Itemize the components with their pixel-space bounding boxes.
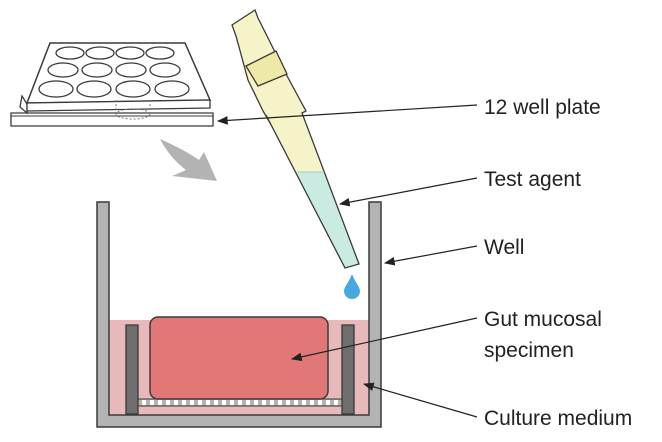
labels: 12 well plate Test agent Well Gut mucosa… xyxy=(484,96,632,430)
label-test-agent: Test agent xyxy=(484,168,581,191)
well-vessel xyxy=(96,201,382,428)
label-12-well-plate: 12 well plate xyxy=(484,96,601,119)
pipette-tip xyxy=(266,113,324,172)
membrane-pore xyxy=(222,400,226,405)
membrane-pore xyxy=(246,400,250,405)
membrane-pore xyxy=(158,400,162,405)
leader-lines xyxy=(216,104,478,418)
well-wall xyxy=(96,201,382,428)
plate-well xyxy=(47,62,79,78)
membrane-pore xyxy=(174,400,178,405)
medium-leader-line xyxy=(362,382,478,418)
plate-well xyxy=(38,80,74,98)
transfer-arrow xyxy=(160,139,217,181)
membrane-pore xyxy=(310,400,314,405)
membrane-pore xyxy=(334,400,338,405)
test-agent-drop xyxy=(344,274,360,299)
plate-well xyxy=(55,46,85,60)
plate-front-face xyxy=(26,99,211,112)
membrane-pore xyxy=(230,400,234,405)
right-clamp xyxy=(341,324,355,415)
membrane-pore xyxy=(270,400,274,405)
label-gut-mucosal: Gut mucosal xyxy=(484,308,602,331)
plate-well xyxy=(154,80,190,98)
membrane-pore xyxy=(198,400,202,405)
membrane-pore xyxy=(286,400,290,405)
label-specimen: specimen xyxy=(484,339,574,362)
specimen-leader-line xyxy=(290,317,478,362)
membrane-pore xyxy=(238,400,242,405)
membrane-pore xyxy=(182,400,186,405)
membrane-pore xyxy=(294,400,298,405)
plate-well xyxy=(115,80,151,98)
membrane-pores xyxy=(142,400,338,405)
gut-mucosal-specimen xyxy=(149,316,329,400)
membrane-pore xyxy=(278,400,282,405)
test-agent-leader-line xyxy=(338,177,478,207)
label-culture-medium: Culture medium xyxy=(484,407,632,430)
label-well: Well xyxy=(484,236,524,259)
pipette-tip-outline xyxy=(265,112,360,269)
pipette xyxy=(231,9,360,299)
membrane-pore xyxy=(190,400,194,405)
plate-well xyxy=(115,62,147,78)
plate-well xyxy=(81,62,113,78)
test-agent-fluid xyxy=(296,172,359,268)
membrane-pore xyxy=(150,400,154,405)
membrane-pore xyxy=(166,400,170,405)
membrane-pore xyxy=(318,400,322,405)
plate-wells xyxy=(38,46,190,98)
membrane-pore xyxy=(142,400,146,405)
twelve-well-plate xyxy=(10,42,214,127)
plate-well xyxy=(149,62,181,78)
plate-well xyxy=(145,46,175,60)
highlighted-well-outline xyxy=(115,100,151,120)
plate-well xyxy=(76,80,112,98)
plate-well xyxy=(115,46,145,60)
plate-skirt-side xyxy=(19,94,28,115)
pipette-band xyxy=(245,50,288,87)
plate-leader-line xyxy=(216,104,478,125)
left-clamp xyxy=(125,324,139,415)
plate-base-side xyxy=(10,112,214,127)
membrane-pore xyxy=(326,400,330,405)
membrane-pore xyxy=(262,400,266,405)
membrane-pore xyxy=(254,400,258,405)
well-leader-line xyxy=(383,245,478,266)
plate-well xyxy=(85,46,115,60)
membrane-pore xyxy=(206,400,210,405)
membrane-pore xyxy=(302,400,306,405)
membrane-pore xyxy=(214,400,218,405)
